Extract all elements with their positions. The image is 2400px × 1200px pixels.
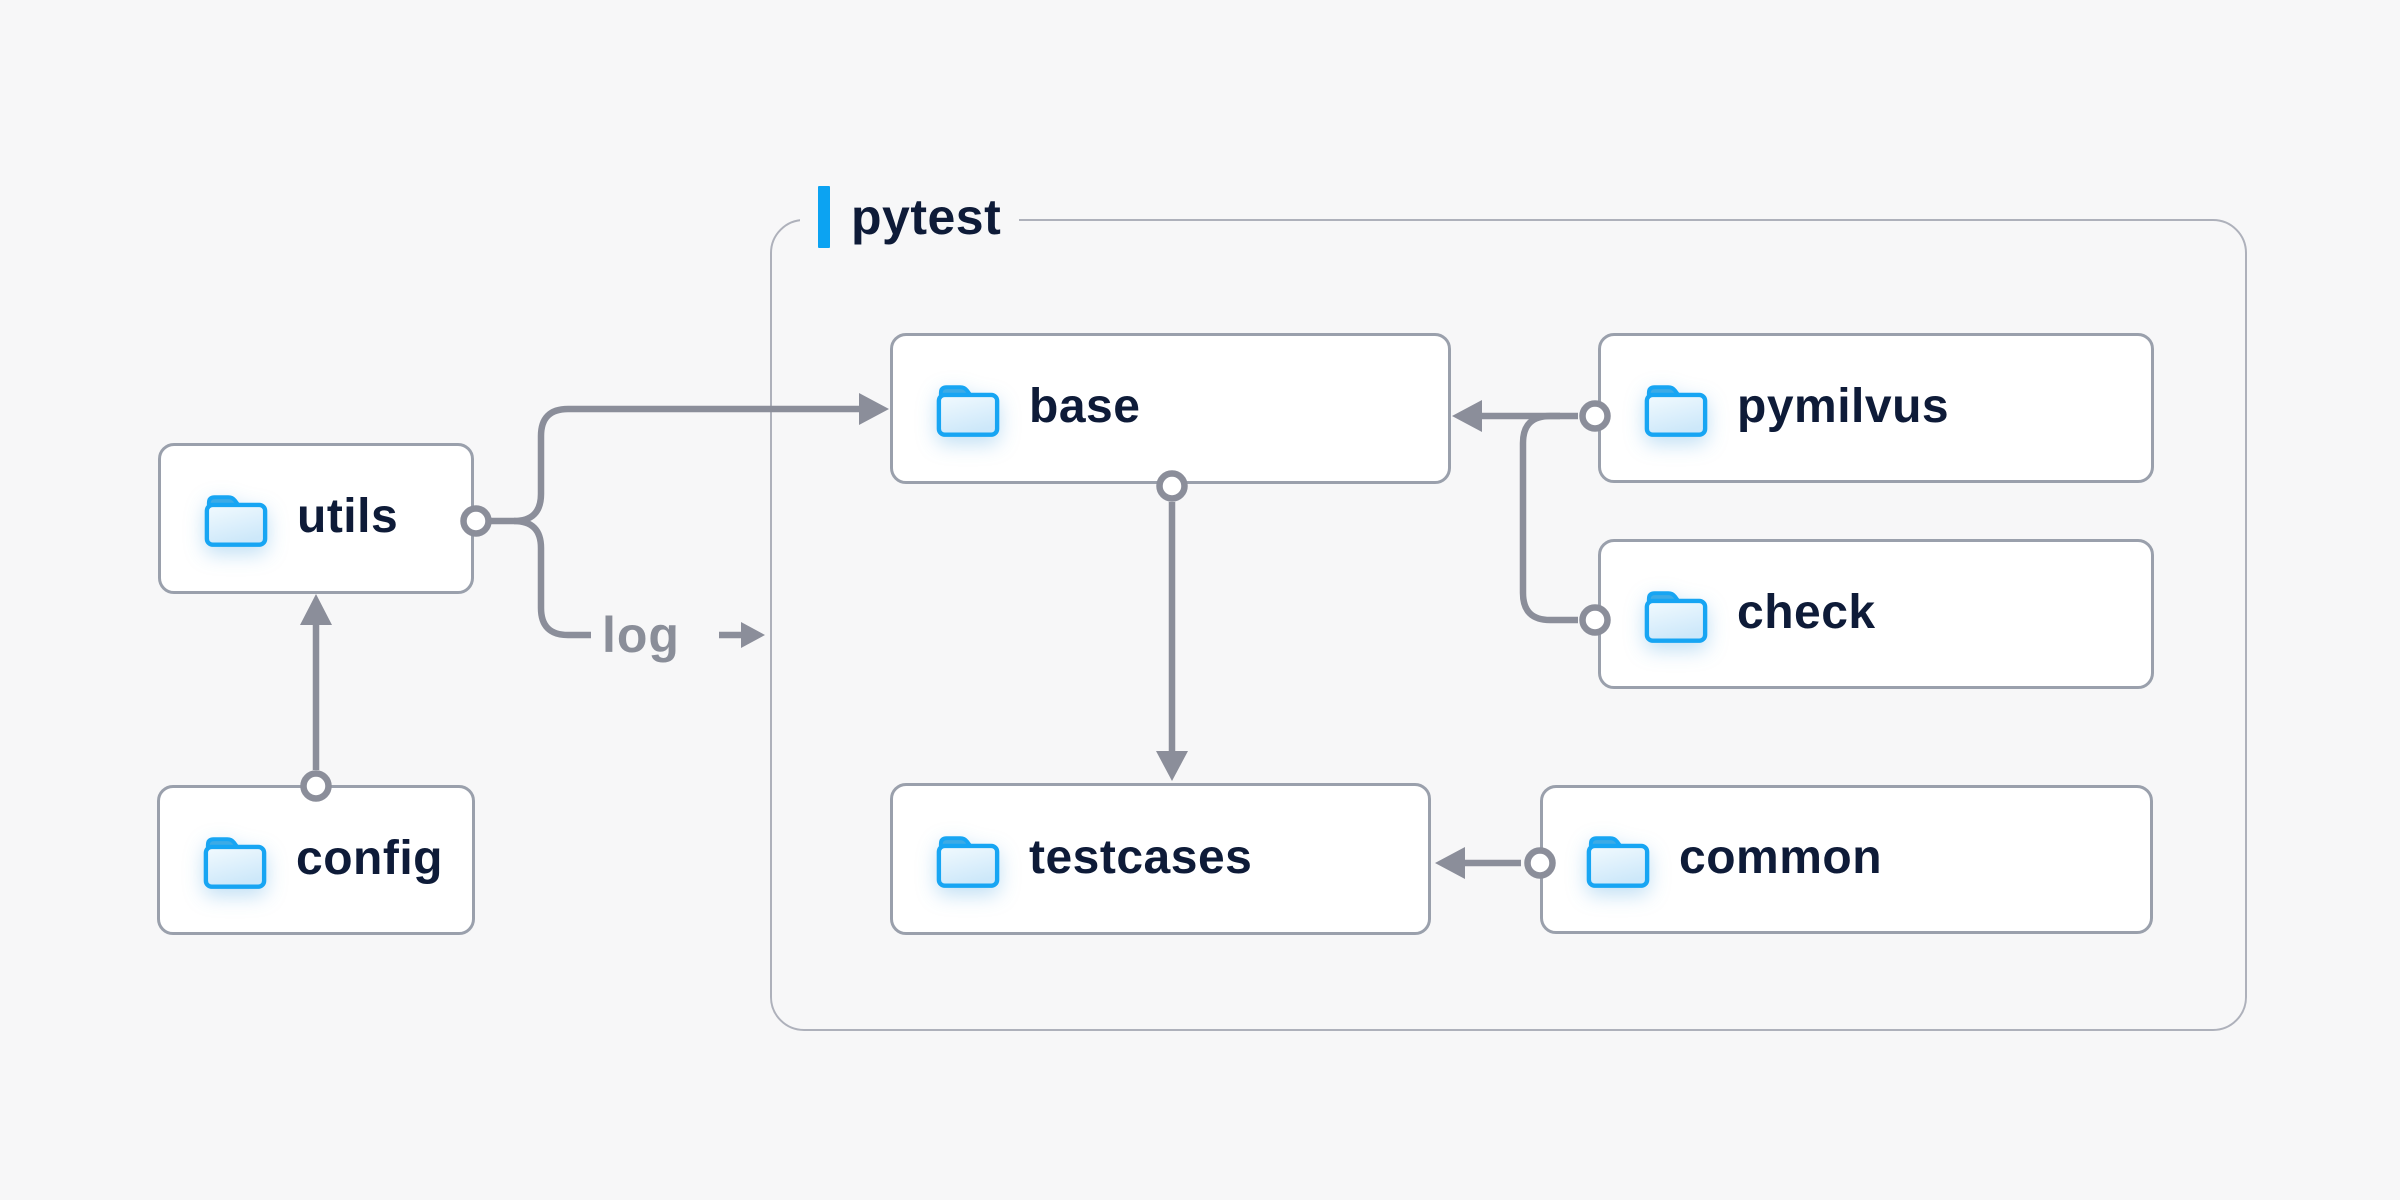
folder-icon [1643, 586, 1709, 643]
node-check: check [1598, 539, 2154, 689]
node-label: utils [297, 490, 399, 543]
node-common: common [1540, 785, 2153, 934]
edge-config-utils [300, 594, 332, 802]
node-label: base [1029, 380, 1141, 433]
node-label: testcases [1029, 830, 1253, 884]
node-config: config [157, 785, 475, 935]
accent-bar [818, 186, 830, 248]
node-utils: utils [158, 443, 474, 594]
pytest-container-label: pytest [800, 185, 1020, 249]
folder-icon [935, 831, 1001, 888]
edge-line [513, 517, 591, 639]
node-label: check [1737, 585, 1876, 639]
node-base: base [890, 333, 1451, 484]
node-label: pymilvus [1737, 379, 1950, 433]
pytest-container [770, 219, 2247, 1031]
node-label: config [296, 831, 443, 885]
node-pymilvus: pymilvus [1598, 333, 2154, 483]
folder-icon [935, 380, 1001, 437]
folder-icon [203, 490, 269, 547]
folder-icon [202, 832, 268, 889]
edge-label-log: log [602, 607, 680, 663]
node-label: common [1679, 831, 1883, 884]
arrowhead-up-icon [300, 594, 332, 625]
arrowhead-right-icon [741, 622, 765, 648]
folder-icon [1585, 831, 1651, 888]
pytest-container-title: pytest [851, 189, 1002, 245]
folder-icon [1643, 380, 1709, 437]
node-testcases: testcases [890, 783, 1431, 935]
